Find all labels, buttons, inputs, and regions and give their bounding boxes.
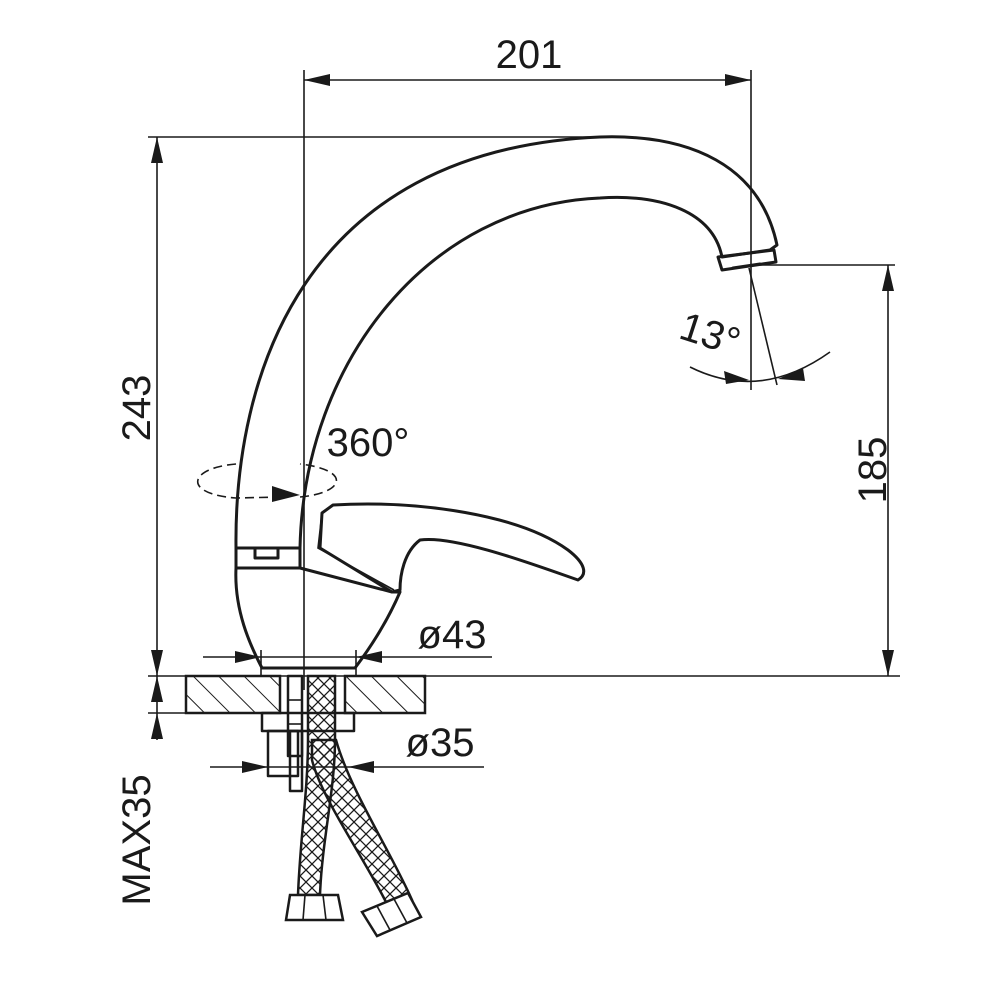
base-diameter-arrow-right	[356, 651, 382, 663]
aerator-outlet	[731, 262, 762, 270]
dimension-angle: 13°	[674, 267, 831, 386]
max-thickness-label: MAX35	[115, 774, 159, 905]
width-arrow-right	[725, 74, 751, 86]
hose-left-fitting	[284, 893, 345, 922]
hose-right-fitting-edge-1	[376, 905, 391, 931]
rotation-label: 360°	[327, 421, 410, 465]
mixer-body	[234, 566, 402, 670]
rotation-ellipse	[196, 463, 338, 499]
countertop-right	[343, 674, 427, 715]
spout-height-arrow-bottom	[882, 650, 894, 676]
lever-handle	[318, 502, 586, 594]
lever-joint	[317, 512, 395, 591]
stud-lower	[288, 729, 304, 793]
spout-height-label: 185	[851, 437, 895, 504]
spout-outline	[234, 135, 779, 550]
spout-height-arrow-top	[882, 265, 894, 291]
angle-arrow-right	[778, 368, 805, 381]
rotation-indicator: 360°	[196, 421, 410, 502]
max-thickness-arrow-top	[151, 676, 163, 702]
dimension-spout-height: 185	[760, 264, 895, 676]
height-arrow-top	[151, 137, 163, 163]
hose-left-fitting-edge-1	[302, 894, 306, 921]
angle-arrow-left	[724, 371, 749, 384]
mounting-nut	[266, 729, 300, 778]
shank-diameter-label: ø35	[406, 721, 475, 765]
width-label: 201	[496, 33, 563, 77]
max-thickness-arrow-bottom	[151, 713, 163, 739]
width-arrow-left	[304, 74, 330, 86]
dimension-base-diameter: ø43	[203, 613, 492, 676]
height-arrow-bottom	[151, 650, 163, 676]
dimension-shank-diameter: ø35	[210, 721, 484, 773]
countertop-left	[184, 674, 282, 715]
shank-diameter-arrow-right	[348, 761, 374, 773]
rotation-arrow	[272, 486, 300, 502]
shank-stud	[286, 674, 304, 758]
braided-hoses	[284, 674, 423, 938]
angle-label: 13°	[674, 304, 745, 365]
collar-notch	[253, 546, 280, 560]
dimension-max-thickness: MAX35	[115, 676, 186, 906]
countertop-section	[184, 674, 427, 715]
shank-diameter-arrow-left	[242, 761, 268, 773]
dimension-width: 201	[303, 33, 752, 690]
angle-arc	[689, 351, 831, 383]
faucet-body	[234, 135, 779, 670]
hose-right-fitting	[360, 891, 423, 938]
angle-leg-a	[748, 267, 778, 386]
base-diameter-label: ø43	[418, 613, 487, 657]
hose-left-fitting-edge-2	[322, 894, 327, 921]
height-label: 243	[115, 375, 159, 442]
base-diameter-arrow-left	[235, 651, 261, 663]
hose-right-fitting-edge-2	[393, 898, 408, 924]
aerator-tip	[716, 248, 778, 272]
